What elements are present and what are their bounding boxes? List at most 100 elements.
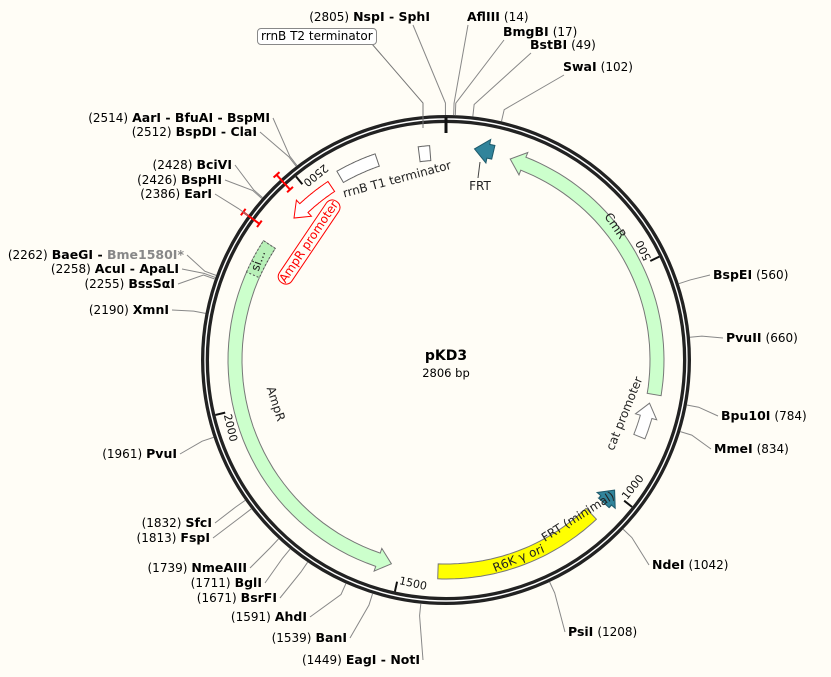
site-leader-line [212,508,252,539]
restriction-site-bmgbi[interactable]: BmgBI(17) [503,24,581,40]
plasmid-size: 2806 bp [422,366,470,380]
restriction-site-baegi[interactable]: (2262)BaeGI - Bme1580I* [4,247,184,263]
site-leader-line [689,335,724,339]
rrnb-t2-label-leader [371,43,424,128]
restriction-site-bgli[interactable]: (1711)BglI [187,575,262,591]
site-enzymes: BmgBI [503,24,549,39]
site-leader-line [171,309,206,314]
site-position: (2512) [131,125,172,139]
site-enzymes: BglI [234,575,262,590]
site-enzymes-nonunique: Bme1580I* [106,247,184,262]
site-leader-line [214,499,246,524]
site-position: (1711) [190,576,231,590]
restriction-site-bspei[interactable]: BspEI(560) [713,268,792,283]
tick-mark [215,411,226,416]
restriction-site-pvui[interactable]: (1961)PvuI [98,446,177,462]
feature-ampr-promoter[interactable] [293,180,336,219]
restriction-site-aari[interactable]: (2514)AarI - BfuAI - BspMI [84,110,270,126]
restriction-site-afliii[interactable]: AflIII(14) [467,10,533,25]
site-enzymes: AhdI [274,609,307,624]
site-leader-line [181,268,216,278]
tick-mark [295,175,304,185]
feature-cat-promoter[interactable] [633,402,658,440]
site-enzymes: BsrFI [240,590,277,605]
site-enzymes: PsiI [568,624,594,639]
restriction-site-ndei[interactable]: NdeI(1042) [652,558,732,573]
site-enzymes: MmeI [714,441,753,456]
feature-label-rrnb-t2[interactable]: rrnB T2 terminator [257,28,377,45]
site-position: (1591) [230,610,271,624]
ampr-promoter-label-border [277,199,341,285]
site-enzymes: BstBI [530,37,568,52]
site-position: (1671) [196,591,237,605]
restriction-site-xmni[interactable]: (2190)XmnI [85,303,169,318]
feature-label-ampr[interactable]: AmpR [264,385,288,423]
site-enzymes: BspDI - ClaI [175,124,257,139]
restriction-site-fspi[interactable]: (1813)FspI [133,531,210,546]
site-position: (2514) [88,111,129,125]
site-position: (1208) [597,625,638,639]
restriction-site-swai[interactable]: SwaI(102) [563,60,637,75]
site-leader-line [419,603,424,661]
feature-rrnb-t2-terminator[interactable] [417,145,432,163]
restriction-site-nmeaiii[interactable]: (1739)NmeAIII [144,561,248,576]
restriction-site-eari[interactable]: (2386)EarI [136,186,212,202]
site-leader-line [453,24,469,116]
site-leader-line [349,593,374,639]
restriction-site-mmei[interactable]: MmeI(834) [714,441,793,457]
restriction-site-psii[interactable]: PsiI(1208) [568,624,641,640]
site-enzymes: PvuI [146,446,177,461]
feature-frt[interactable] [473,138,496,165]
site-position: (560) [756,268,789,282]
restriction-site-bsrfi[interactable]: (1671)BsrFI [193,590,277,606]
restriction-site-acui[interactable]: (2258)AcuI - ApaLI [47,262,179,277]
site-position: (1961) [102,447,143,461]
site-enzymes: PvuII [726,330,762,345]
site-enzymes: NspI - SphI [353,9,430,24]
feature-rrnb-t1-terminator[interactable] [336,153,380,184]
site-enzymes: Bpu10I [721,408,771,423]
site-leader-line [412,24,446,116]
tick-mark [623,499,633,508]
restriction-site-bcivi[interactable]: (2428)BciVI [149,157,232,173]
restriction-site-nspi[interactable]: (2805)NspI - SphI [305,9,430,25]
unique-site-marker-cap [286,186,294,194]
feature-cmr[interactable] [509,151,665,397]
restriction-site-pvuii[interactable]: PvuII(660) [726,330,802,346]
site-enzymes: BssSαI [128,276,175,291]
site-position: (1539) [271,631,312,645]
restriction-site-bsssαi[interactable]: (2255)BssSαI [80,276,175,292]
site-leader-line [454,39,505,116]
feature-si[interactable] [245,240,276,279]
restriction-site-bstbi[interactable]: BstBI(49) [530,37,600,53]
site-enzymes: BciVI [196,157,232,172]
site-position: (1739) [147,561,188,575]
restriction-site-bpu10i[interactable]: Bpu10I(784) [721,408,811,424]
restriction-site-ahdi[interactable]: (1591)AhdI [227,609,307,625]
site-enzymes: AarI - BfuAI - BspMI [132,110,270,125]
site-leader-line [272,117,298,166]
site-leader-line [279,561,309,599]
feature-r6k-ori[interactable] [437,507,598,580]
feature-label-frt[interactable]: FRT [469,179,491,193]
restriction-site-bspdi[interactable]: (2512)BspDI - ClaI [128,124,257,140]
restriction-site-sfci[interactable]: (1832)SfcI [138,516,212,531]
restriction-site-bani[interactable]: (1539)BanI [268,631,347,646]
site-position: (834) [756,442,789,456]
feature-label-si[interactable]: si... [248,248,268,273]
restriction-site-eagi[interactable]: (1449)EagI - NotI [298,653,420,668]
site-enzymes: BspHI [180,172,222,187]
site-position: (2190) [88,303,129,317]
unique-site-marker-cap [272,171,281,179]
tick-mark [649,255,660,262]
site-position: (1449) [301,653,342,667]
restriction-site-bsphi[interactable]: (2426)BspHI [133,172,222,188]
site-position: (17) [552,25,578,39]
site-position: (49) [571,38,596,52]
feature-frt-minimal[interactable] [595,489,616,510]
site-enzymes: EarI [184,186,212,201]
site-position: (2262) [7,248,48,262]
site-position: (2426) [137,173,177,187]
feature-ampr[interactable] [227,239,393,572]
site-position: (784) [774,409,807,423]
